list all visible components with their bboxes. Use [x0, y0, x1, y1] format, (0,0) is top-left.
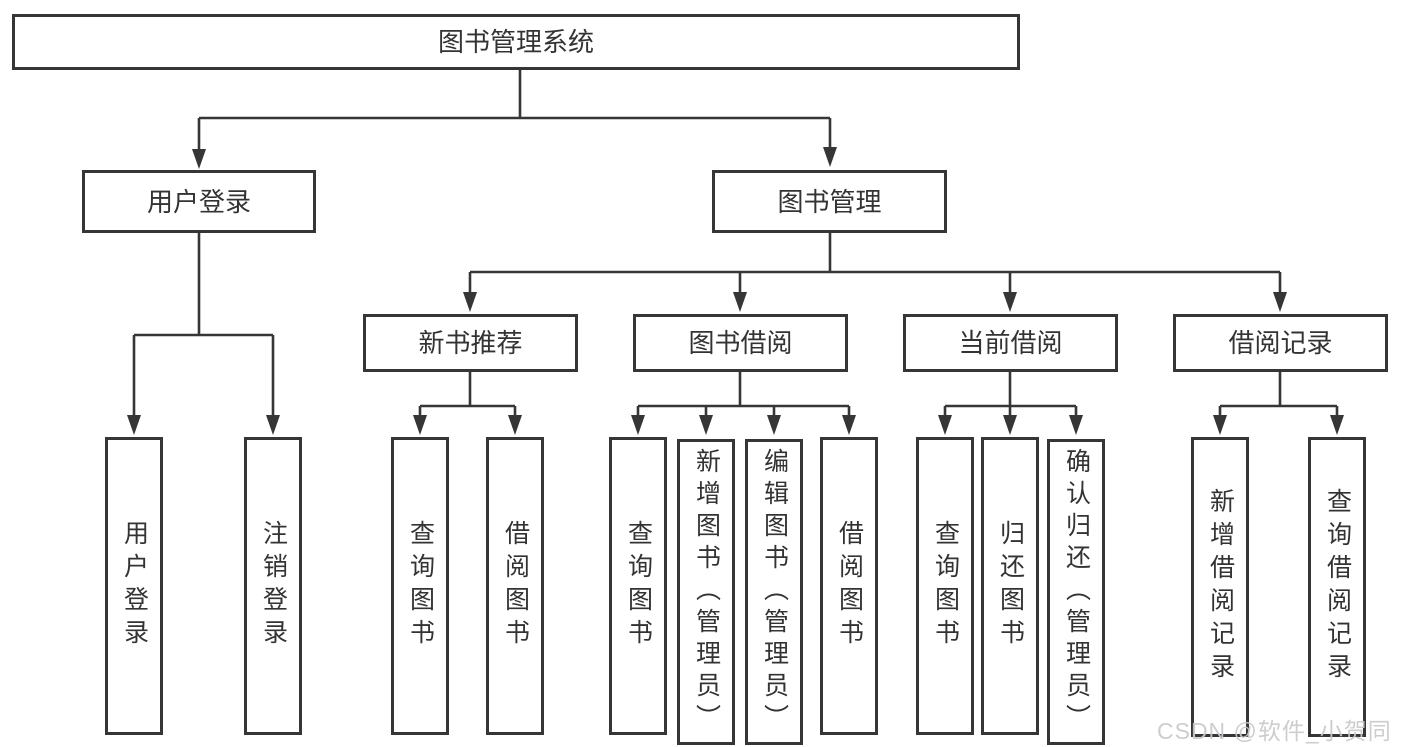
node-library-management-system: 图书管理系统 — [12, 14, 1020, 70]
leaf-query-books-newbook: 查询图书 — [391, 437, 449, 735]
leaf-edit-book-admin: 编辑图书（管理员） — [745, 439, 803, 745]
leaf-add-book-admin: 新增图书（管理员） — [677, 439, 735, 745]
leaf-user-login: 用户登录 — [105, 437, 163, 735]
leaf-query-books-current: 查询图书 — [916, 437, 974, 735]
leaf-confirm-return-admin: 确认归还（管理员） — [1047, 439, 1105, 745]
csdn-watermark: CSDN @软件_小贺同学 — [1157, 718, 1392, 744]
node-new-book-recommendation: 新书推荐 — [363, 314, 578, 372]
leaf-add-borrow-record: 新增借阅记录 — [1191, 437, 1249, 737]
node-borrowing-records: 借阅记录 — [1173, 314, 1388, 372]
leaf-return-book: 归还图书 — [981, 437, 1039, 735]
leaf-logout: 注销登录 — [244, 437, 302, 735]
leaf-borrow-books-newbook: 借阅图书 — [486, 437, 544, 735]
node-book-management: 图书管理 — [712, 170, 947, 233]
leaf-query-books-borrow: 查询图书 — [609, 437, 667, 735]
node-book-borrowing: 图书借阅 — [633, 314, 848, 372]
leaf-query-borrow-record: 查询借阅记录 — [1308, 437, 1366, 737]
node-current-borrowing: 当前借阅 — [903, 314, 1118, 372]
node-user-login: 用户登录 — [82, 170, 316, 233]
leaf-borrow-books-borrow: 借阅图书 — [820, 437, 878, 735]
